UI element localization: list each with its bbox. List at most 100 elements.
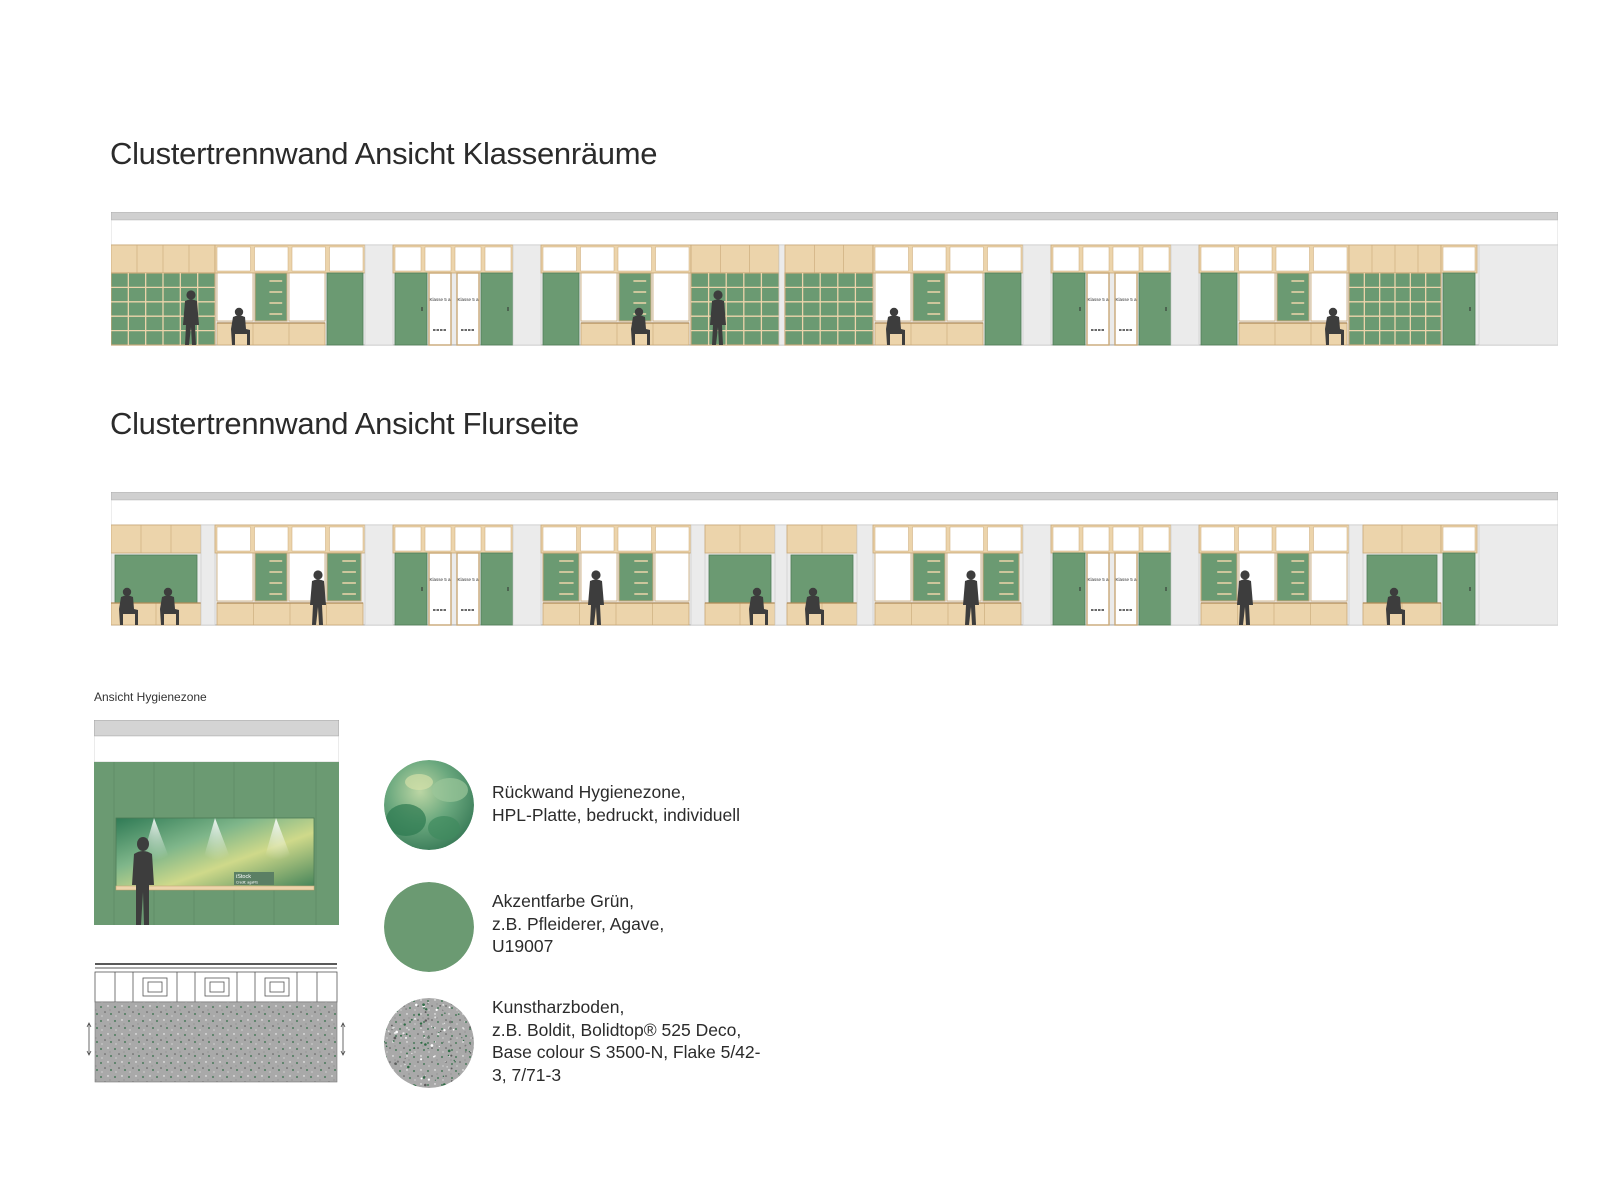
floor-fleck — [413, 1017, 417, 1021]
floor-fleck — [391, 1016, 393, 1018]
material-description-resin-floor: Kunstharzboden, z.B. Boldit, Bolidtop® 5… — [492, 996, 760, 1086]
pillar — [364, 524, 394, 626]
floor-fleck — [449, 1027, 452, 1030]
clerestory-glass — [1112, 526, 1140, 552]
floor-fleck — [442, 1003, 445, 1006]
glass-panel — [874, 552, 912, 602]
person-head — [591, 570, 601, 580]
floor-fleck — [424, 1043, 427, 1046]
clerestory-glass — [1052, 246, 1080, 272]
door-sign: Klasse 5 a — [1115, 577, 1137, 582]
floor-fleck — [449, 1020, 452, 1024]
person-silhouette — [310, 570, 326, 625]
floor-fleck — [387, 1030, 390, 1033]
door-sign-dots — [464, 329, 467, 331]
floor-fleck — [391, 1024, 393, 1027]
clerestory-glass — [329, 246, 364, 272]
floor-fleck — [384, 1067, 387, 1070]
door-sign-dots — [1129, 609, 1132, 611]
hygiene-zone-elevation: iStock Credit: agaFfs — [94, 720, 339, 925]
floor-fleck — [438, 1032, 440, 1034]
person-body — [963, 579, 979, 625]
person-silhouette — [132, 837, 154, 925]
door-sign-dots — [1094, 329, 1097, 331]
clerestory-glass — [912, 246, 947, 272]
person-silhouette — [1386, 587, 1405, 625]
door-sign: Klasse 5 a — [429, 297, 451, 302]
floor-fleck — [406, 1052, 408, 1055]
floor-fleck — [390, 1076, 393, 1079]
clerestory-glass — [1238, 526, 1273, 552]
credit-plate — [234, 872, 274, 885]
floor-fleck — [392, 1040, 395, 1042]
floor-fleck — [396, 1060, 400, 1063]
person-body — [1386, 595, 1405, 625]
person-head — [966, 570, 976, 580]
floor-fleck — [430, 1025, 433, 1027]
door-sign-dots — [468, 329, 471, 331]
clerestory-glass — [254, 526, 289, 552]
floor-fleck — [394, 1062, 397, 1065]
door-sign-dots — [468, 609, 471, 611]
floor-fleck — [424, 1008, 428, 1011]
floor-fleck — [434, 1079, 436, 1081]
person-silhouette — [749, 587, 768, 625]
person-silhouette — [183, 290, 199, 345]
floor-fleck — [384, 1040, 385, 1043]
clerestory-glass — [1200, 246, 1235, 272]
door-sign-dots — [436, 329, 439, 331]
clerestory-glass — [394, 526, 422, 552]
floor-fleck — [397, 998, 401, 1000]
floor-fleck — [385, 1026, 388, 1028]
door-sign-dots — [443, 609, 446, 611]
floor-fleck — [464, 1021, 466, 1023]
person-body — [231, 315, 250, 345]
material-description-accent-green: Akzentfarbe Grün, z.B. Pfleiderer, Agave… — [492, 890, 664, 958]
clerestory-glass — [874, 246, 909, 272]
floor-fleck — [390, 1080, 392, 1083]
pillar — [1478, 244, 1558, 346]
door-leaf — [394, 272, 428, 346]
clerestory-glass — [1313, 526, 1348, 552]
pillar — [1022, 244, 1052, 346]
clerestory-glass — [580, 246, 615, 272]
material-line: U19007 — [492, 936, 554, 956]
pillar — [1348, 524, 1364, 626]
floor-fleck — [449, 1044, 452, 1047]
clerestory-glass — [987, 246, 1022, 272]
clerestory-glass — [484, 246, 512, 272]
glass-panel — [1238, 272, 1276, 322]
person-silhouette — [160, 587, 179, 625]
clerestory-glass — [1142, 246, 1170, 272]
floor-fleck — [404, 1063, 406, 1066]
person-head — [1328, 307, 1338, 317]
door-sign-dots — [1122, 329, 1125, 331]
material-line: Rückwand Hygienezone, — [492, 782, 686, 802]
person-silhouette — [805, 587, 824, 625]
floor-fleck — [385, 1045, 388, 1048]
floor-fleck — [408, 1028, 410, 1031]
floor-fleck — [461, 1037, 463, 1039]
clerestory-glass — [1442, 526, 1476, 552]
person-silhouette — [710, 290, 726, 345]
floor-fleck — [413, 1084, 417, 1088]
material-line: Base colour S 3500-N, Flake 5/42- — [492, 1042, 761, 1062]
floor-fleck — [433, 1041, 436, 1043]
accent-green-circle — [384, 882, 474, 972]
clerestory-glass — [1313, 246, 1348, 272]
floor-fleck — [427, 1036, 430, 1039]
clerestory-glass — [617, 526, 652, 552]
floor-fleck — [450, 1067, 453, 1070]
floor-fleck — [397, 1079, 400, 1082]
floor-fleck — [439, 1030, 442, 1033]
clerestory-glass — [1082, 526, 1110, 552]
floor-fleck — [388, 1020, 391, 1023]
ceiling-void — [111, 219, 1558, 246]
credit-line-2: Credit: agaFfs — [236, 881, 258, 885]
shelf-unit — [784, 272, 874, 346]
person-body — [310, 579, 326, 625]
door-sign-dots — [464, 609, 467, 611]
door-sign-dots — [433, 329, 436, 331]
clerestory-glass — [216, 526, 251, 552]
